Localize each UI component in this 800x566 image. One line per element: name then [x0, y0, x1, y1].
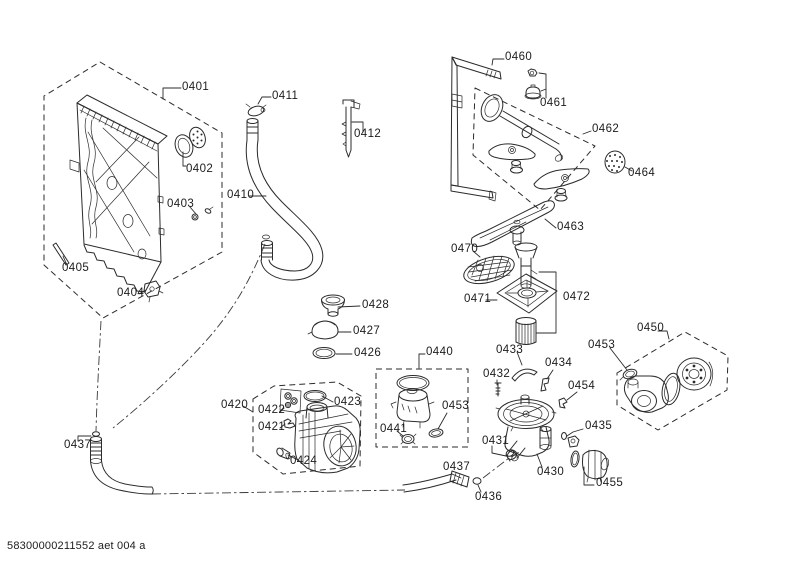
tank-assembly-drawing — [52, 94, 214, 303]
part-label-0436: 0436 — [475, 491, 503, 503]
part-label-0412: 0412 — [354, 128, 382, 140]
part-label-0437-left: 0437 — [64, 439, 92, 451]
part-label-0464: 0464 — [628, 167, 656, 179]
part-label-0430: 0430 — [537, 466, 565, 478]
part-label-0433: 0433 — [496, 344, 524, 356]
part-label-0461: 0461 — [540, 97, 568, 109]
part-label-0454: 0454 — [568, 380, 596, 392]
part-label-0427: 0427 — [353, 325, 381, 337]
cap-parts-drawing — [307, 294, 345, 359]
inlet-unit-drawing — [390, 375, 444, 445]
part-label-0421: 0421 — [258, 421, 286, 433]
part-label-0460: 0460 — [505, 51, 533, 63]
part-label-0440: 0440 — [426, 346, 454, 358]
part-label-0404: 0404 — [117, 287, 145, 299]
spray-pipe-assembly-drawing — [480, 94, 626, 202]
fill-hose-drawing — [245, 99, 361, 281]
document-code: 58300000211552 aet 004 a — [7, 540, 146, 552]
part-label-0455: 0455 — [596, 477, 624, 489]
part-label-0462: 0462 — [592, 123, 620, 135]
assembly-boxes — [43, 61, 729, 475]
part-label-0470: 0470 — [451, 243, 479, 255]
part-label-0472: 0472 — [563, 291, 591, 303]
part-label-0453-mid: 0453 — [442, 400, 470, 412]
lower-spray-arm-drawing — [470, 200, 555, 247]
part-label-0428: 0428 — [362, 299, 390, 311]
part-label-0463: 0463 — [557, 221, 585, 233]
heat-pump-drawing — [619, 357, 714, 413]
part-label-0441: 0441 — [380, 423, 408, 435]
part-label-0402: 0402 — [186, 163, 214, 175]
part-label-0450: 0450 — [637, 322, 665, 334]
part-label-0431: 0431 — [482, 435, 510, 447]
part-label-0403: 0403 — [167, 198, 195, 210]
part-label-0401: 0401 — [182, 81, 210, 93]
part-label-0410: 0410 — [227, 189, 255, 201]
part-label-0422: 0422 — [258, 404, 286, 416]
part-label-0405: 0405 — [62, 262, 90, 274]
part-label-0420: 0420 — [221, 399, 249, 411]
drain-hose-drawing — [90, 431, 482, 495]
part-label-0437-mid: 0437 — [443, 461, 471, 473]
part-label-0435: 0435 — [585, 420, 613, 432]
part-label-0434: 0434 — [545, 357, 573, 369]
part-label-0471: 0471 — [464, 293, 492, 305]
filter-unit-drawing — [463, 242, 558, 345]
part-label-0453-right: 0453 — [588, 339, 616, 351]
mounting-bracket-drawing — [450, 56, 542, 202]
part-label-0423: 0423 — [334, 396, 362, 408]
part-label-0411: 0411 — [272, 90, 299, 102]
sump-unit-drawing — [494, 368, 610, 483]
leader-lines — [62, 58, 670, 493]
part-label-0424: 0424 — [290, 455, 318, 467]
part-label-0426: 0426 — [354, 347, 382, 359]
part-label-0432: 0432 — [483, 368, 511, 380]
